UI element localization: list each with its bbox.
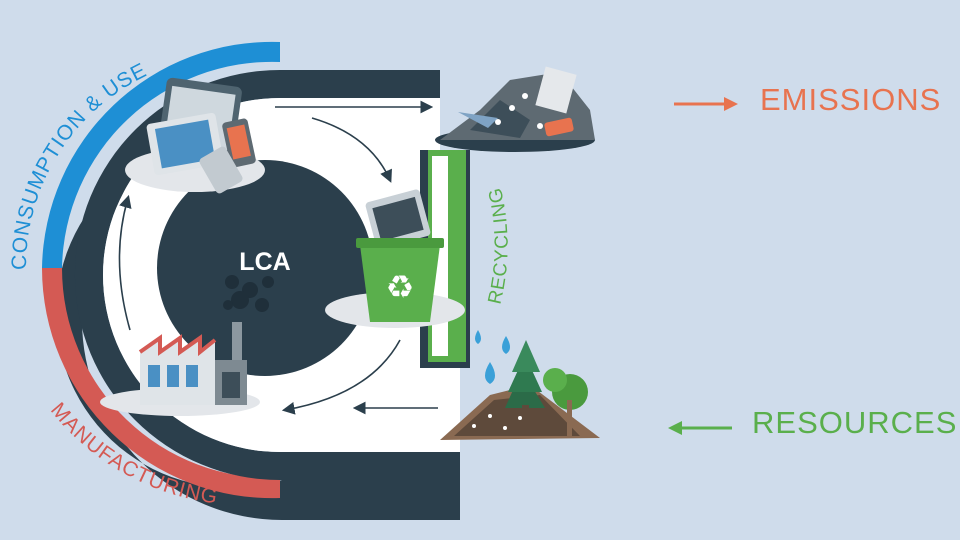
resources-arrow-icon xyxy=(668,421,732,435)
arrow-consume-to-recycle xyxy=(311,117,392,183)
recycling-stage-label: RECYCLING xyxy=(484,185,512,306)
resources-icon xyxy=(440,330,600,440)
devices-icon xyxy=(125,77,265,194)
arrow-recycle-to-manufacture xyxy=(281,339,401,415)
cycle-arrows xyxy=(118,100,438,415)
resources-label: RESOURCES xyxy=(752,405,958,440)
smoke-puffs-icon xyxy=(223,275,274,312)
water-drop-icon xyxy=(475,330,481,344)
recycle-symbol-icon: ♻ xyxy=(386,268,415,306)
lca-center-label: LCA xyxy=(239,248,290,276)
water-drop-icon xyxy=(485,362,495,384)
waste-pile-icon xyxy=(435,66,595,152)
lca-core xyxy=(157,160,373,376)
arrow-manufacture-to-consume xyxy=(118,194,132,331)
factory-icon xyxy=(100,322,260,416)
emissions-label: EMISSIONS xyxy=(760,82,942,117)
emissions-arrow-icon xyxy=(674,97,738,111)
recycle-bin-icon: ♻ xyxy=(325,189,465,328)
water-drop-icon xyxy=(502,336,510,354)
